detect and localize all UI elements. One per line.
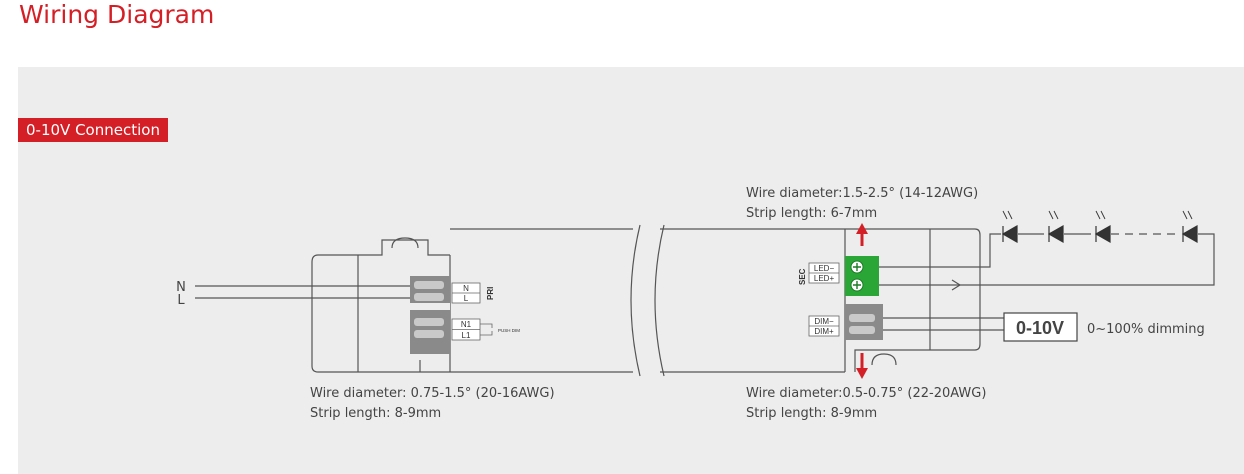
mains-n-label: N [176, 280, 186, 295]
push-dim-label: PUSH DIM [498, 328, 520, 333]
input-n1-label: N1 [461, 320, 472, 329]
red-arrow-icon [856, 353, 868, 379]
input-n-label: N [463, 284, 469, 293]
input-terminal-block [410, 276, 493, 354]
connection-type-badge: 0-10V Connection [18, 118, 168, 142]
input-strip-length: Strip length: 8-9mm [310, 406, 441, 421]
output-top-wire-diameter: Wire diameter:1.5-2.5° (14-12AWG) [746, 186, 978, 201]
led-plus-label: LED+ [814, 274, 835, 283]
input-l1-label: L1 [462, 331, 471, 340]
input-l-label: L [464, 294, 469, 303]
diagram-panel [18, 67, 1244, 474]
sec-label: SEC [798, 268, 807, 285]
pri-label: PRI [486, 287, 495, 300]
output-top-strip-length: Strip length: 6-7mm [746, 206, 877, 221]
output-bottom-wire-diameter: Wire diameter:0.5-0.75° (22-20AWG) [746, 386, 986, 401]
dim-plus-label: DIM+ [814, 327, 834, 336]
dimmer-label: 0-10V [1016, 318, 1064, 338]
output-bottom-strip-length: Strip length: 8-9mm [746, 406, 877, 421]
led-output-terminal [808, 256, 879, 296]
dim-minus-label: DIM− [814, 317, 834, 326]
led-diode-icon [1001, 210, 1018, 244]
led-diode-icon [1094, 210, 1111, 244]
dimmer-box [1003, 312, 1078, 342]
red-arrow-icon [856, 223, 868, 246]
led-minus-label: LED− [814, 264, 835, 273]
led-diode-icon [1047, 210, 1064, 244]
dim-output-terminal [808, 304, 883, 340]
input-wire-diameter: Wire diameter: 0.75-1.5° (20-16AWG) [310, 386, 555, 401]
page-title: Wiring Diagram [19, 0, 215, 29]
led-output-wires [879, 233, 1215, 291]
mains-wires [195, 285, 410, 299]
dimming-description: 0~100% dimming [1087, 322, 1205, 337]
led-diode-icon [1181, 210, 1198, 244]
mains-l-label: L [177, 293, 185, 308]
dim-wires [883, 317, 1004, 331]
